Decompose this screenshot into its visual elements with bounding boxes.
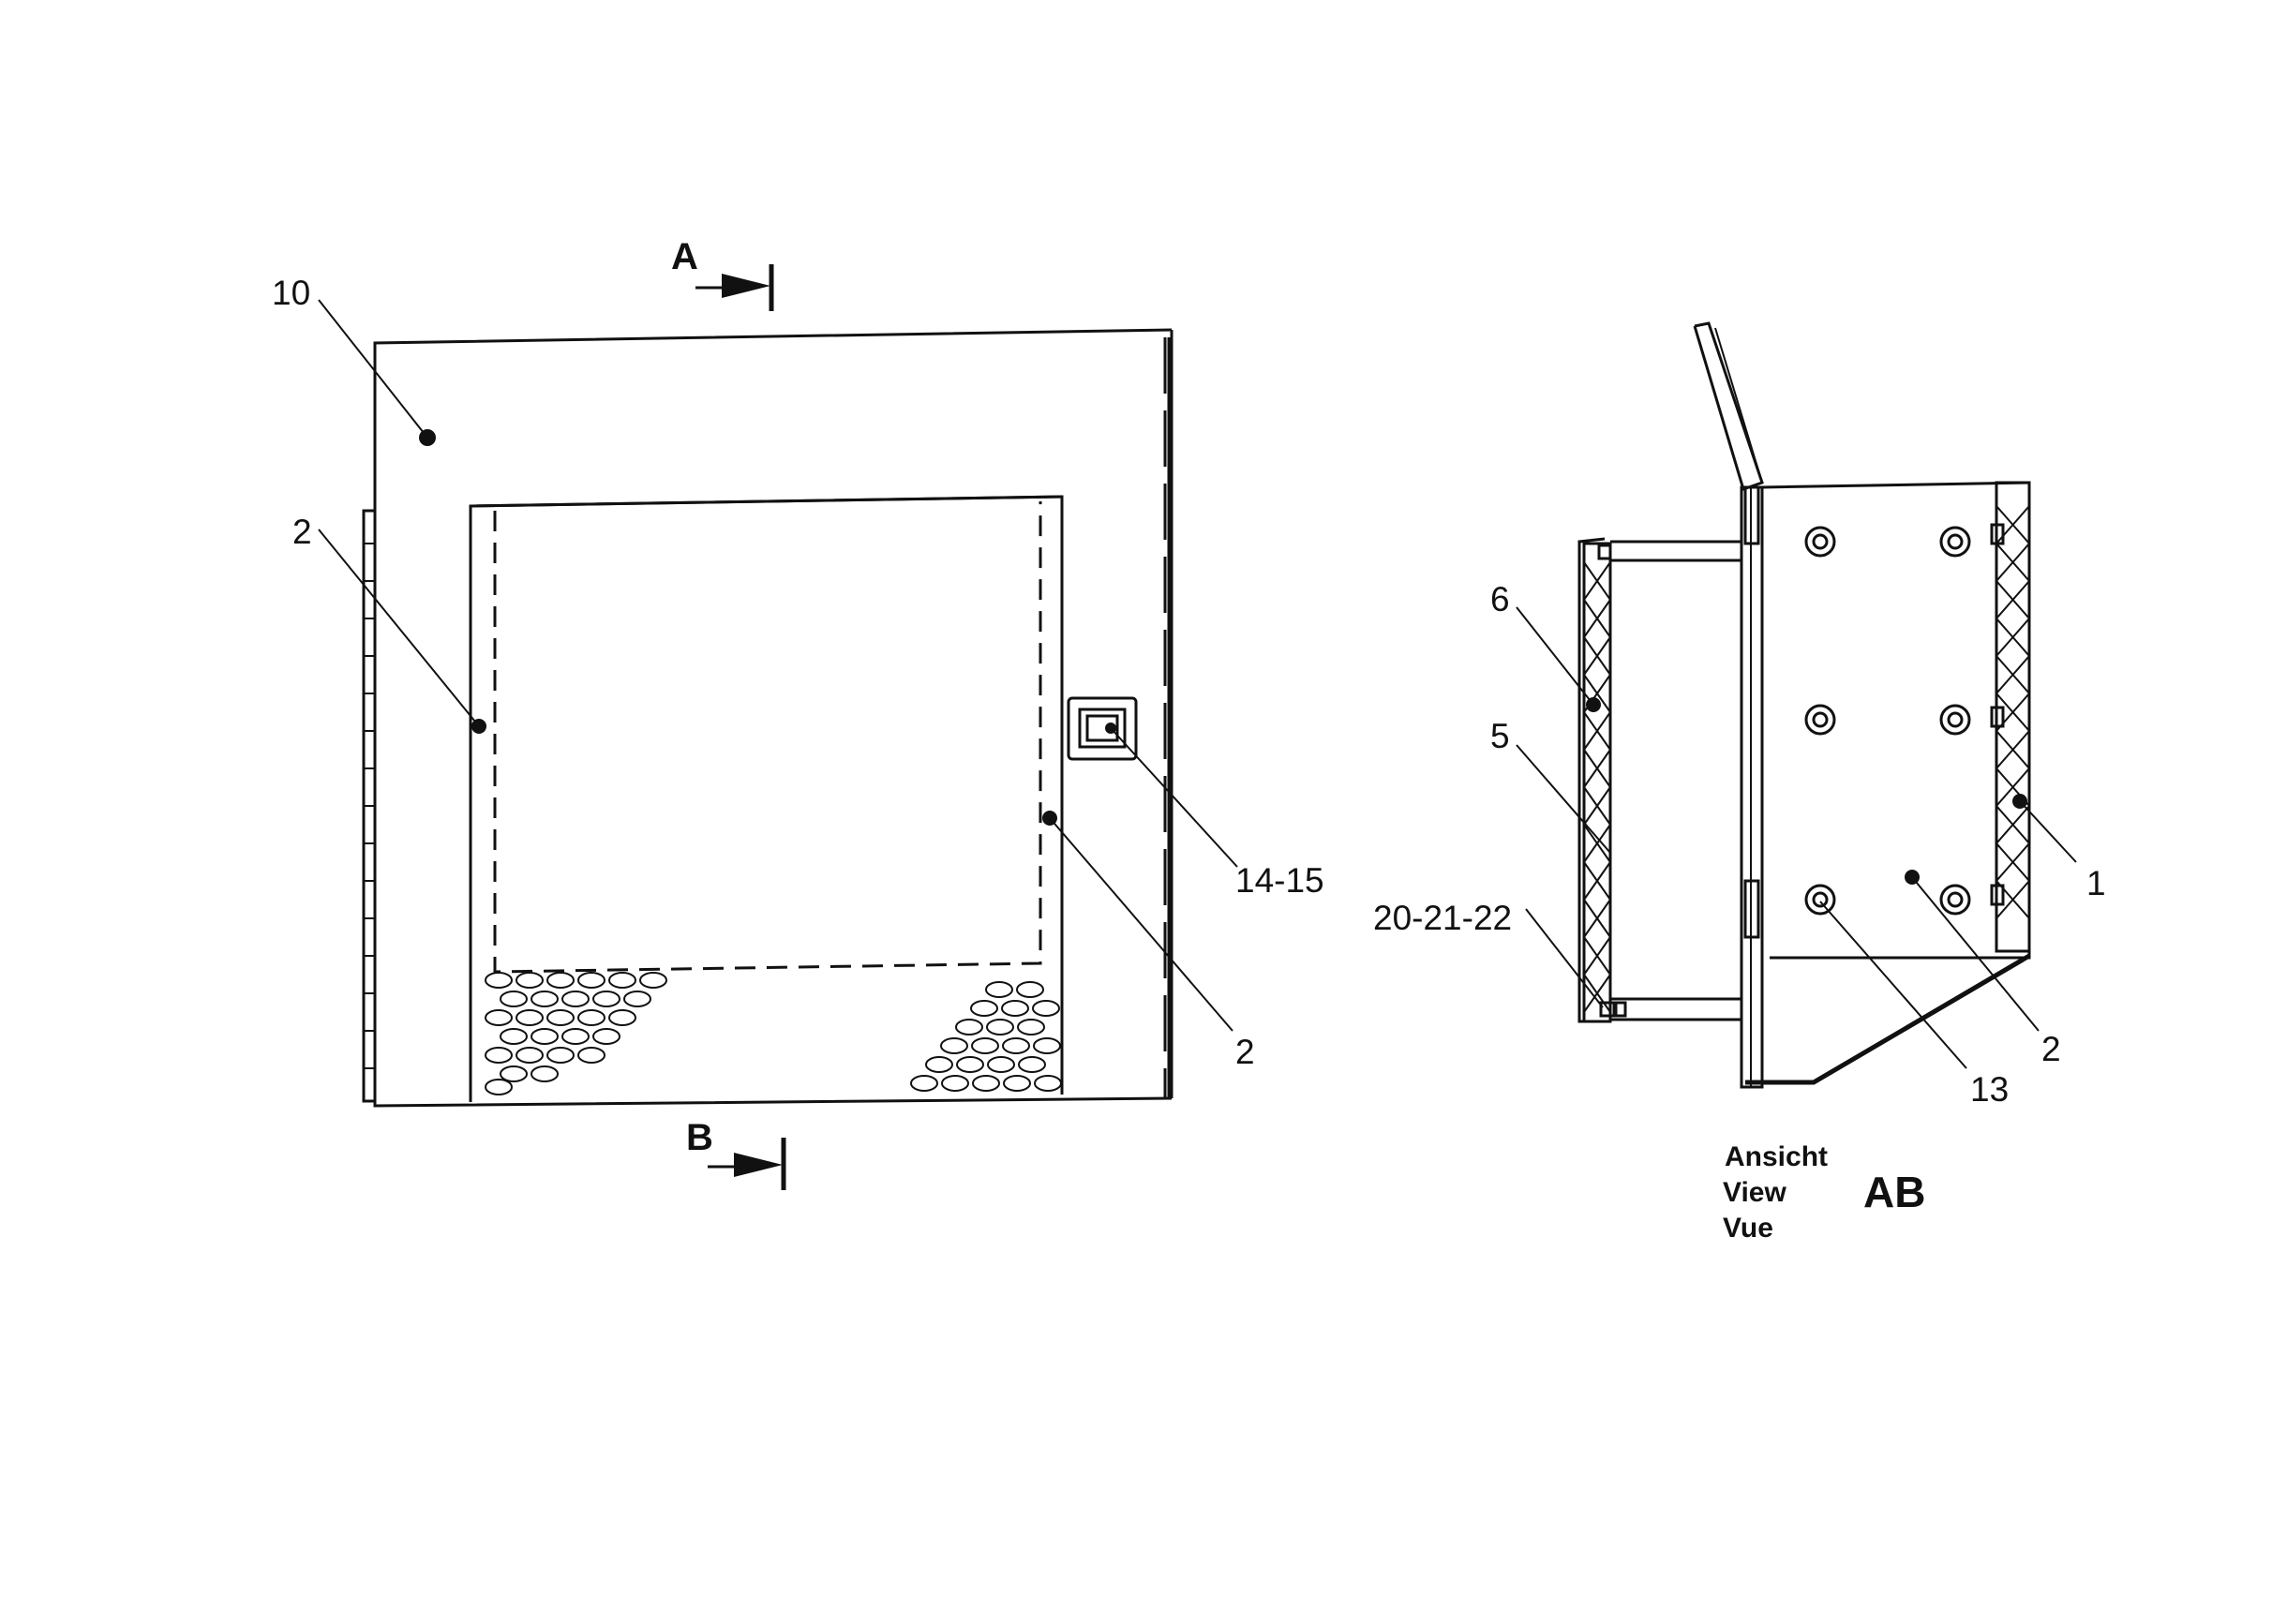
section-a-label: A (671, 236, 698, 277)
leader-1 (2019, 800, 2077, 863)
seal-panel (1577, 537, 1627, 1023)
leader-10 (318, 299, 428, 439)
leader-20-21-22 (1525, 908, 1604, 1008)
leader-14-15 (1110, 727, 1238, 868)
leader-2-left (318, 529, 480, 727)
callout-2-side: 2 (2041, 1030, 2061, 1068)
leader-6 (1516, 606, 1594, 706)
leader-13 (1819, 901, 1967, 1069)
leader-5 (1516, 744, 1611, 854)
connecting-rails (1610, 540, 1741, 1021)
caption-view: View (1723, 1177, 1786, 1208)
section-b-label: B (686, 1117, 713, 1158)
body-bottom (1745, 953, 2031, 1085)
housing-right-flange (1163, 337, 1173, 1098)
callout-14-15: 14-15 (1235, 861, 1324, 900)
callout-6: 6 (1490, 580, 1510, 618)
callout-5: 5 (1490, 717, 1510, 755)
hinge-strip (362, 509, 377, 1103)
section-marker-b: B (686, 1117, 786, 1190)
perforation-right (910, 981, 1062, 1092)
main-body (1761, 481, 2031, 960)
bolt-pattern (1804, 526, 1971, 916)
caption-ansicht: Ansicht (1725, 1141, 1828, 1172)
front-view: A B 10 2 14-15 2 (272, 236, 1324, 1190)
leader-2-side (1911, 876, 2040, 1032)
callout-13: 13 (1970, 1070, 2009, 1109)
callout-20-21-22: 20-21-22 (1373, 899, 1512, 937)
side-view: 6 5 20-21-22 1 2 13 Ansicht View Vue AB (1373, 321, 2106, 1244)
callout-2-right: 2 (1235, 1033, 1255, 1071)
section-marker-a: A (671, 236, 774, 311)
callout-10: 10 (272, 274, 310, 312)
callout-1: 1 (2086, 864, 2106, 902)
door-strip (1693, 321, 1764, 491)
panel-hidden-edge (493, 501, 1042, 974)
callout-2-left: 2 (292, 513, 312, 551)
latch-assembly (1067, 696, 1138, 761)
right-rail (1990, 481, 2031, 953)
perforation-left (485, 972, 667, 1095)
leader-2-right (1049, 817, 1233, 1032)
caption-vue: Vue (1723, 1213, 1773, 1244)
caption-code: AB (1863, 1168, 1925, 1216)
